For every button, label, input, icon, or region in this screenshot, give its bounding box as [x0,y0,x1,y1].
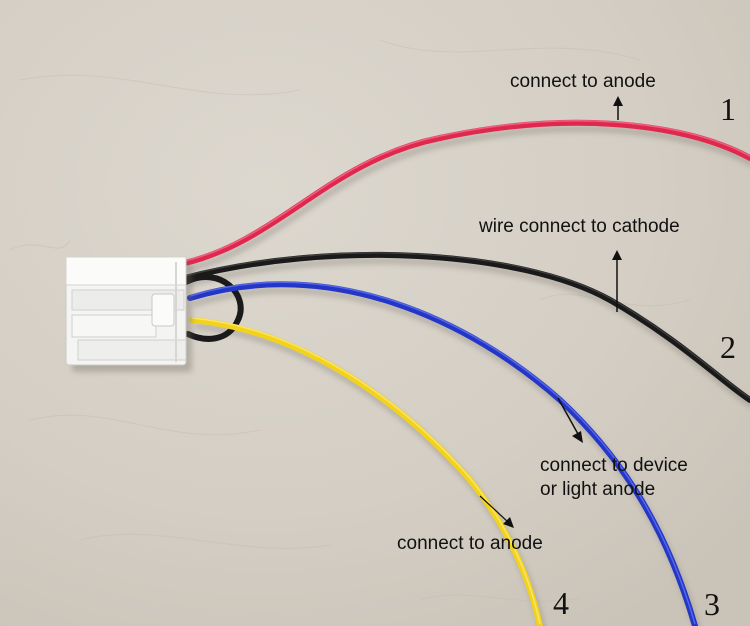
blue-wire [187,281,698,626]
annotation-blue-wire-line2: or light anode [540,479,656,500]
connector-housing [65,256,187,366]
wire-number-blue: 3 [704,586,720,622]
wire-number-yellow: 4 [553,585,569,621]
wire-number-red: 1 [720,91,736,127]
annotation-yellow-wire: connect to anode [397,533,543,554]
red-wire [182,119,750,266]
black-wire [182,251,750,403]
wire-number-black: 2 [720,329,736,365]
annotation-blue-wire-line1: connect to device [540,455,688,476]
annotation-arrows [479,96,623,528]
annotation-red-wire: connect to anode [510,71,656,92]
black-wire-loop [183,274,244,342]
annotation-black-wire: wire connect to cathode [479,216,680,237]
